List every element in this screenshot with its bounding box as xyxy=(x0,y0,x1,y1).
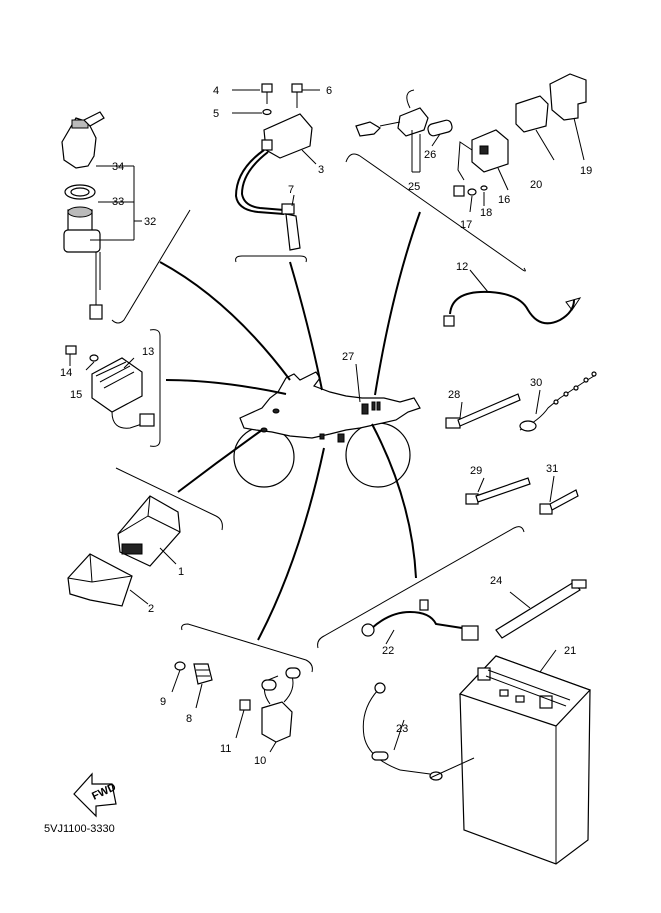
body-marker xyxy=(361,403,369,415)
ignition-coil-group xyxy=(232,83,320,251)
callout-25: 25 xyxy=(408,181,420,193)
callout-8: 8 xyxy=(186,713,192,725)
callout-16: 16 xyxy=(498,194,510,206)
group-brackets xyxy=(111,153,526,673)
callout-33: 33 xyxy=(112,196,124,208)
callout-21: 21 xyxy=(564,645,576,657)
callout-23: 23 xyxy=(396,723,408,735)
body-marker xyxy=(337,433,345,443)
callout-18: 18 xyxy=(480,207,492,219)
callout-9: 9 xyxy=(160,696,166,708)
callout-12: 12 xyxy=(456,261,468,273)
body-marker xyxy=(319,433,325,440)
cdi-group xyxy=(67,495,181,607)
bands-group xyxy=(445,371,597,515)
callout-24: 24 xyxy=(490,575,502,587)
callout-31: 31 xyxy=(546,463,558,475)
part-code: 5VJ1100-3330 xyxy=(44,823,115,835)
main-switch-group xyxy=(61,111,142,320)
body-marker xyxy=(272,408,280,414)
callout-29: 29 xyxy=(470,465,482,477)
callout-5: 5 xyxy=(213,108,219,120)
front-wheel xyxy=(233,426,295,488)
neutral-switch-group xyxy=(171,661,301,753)
forward-arrow-icon: FWD xyxy=(73,772,118,818)
callout-22: 22 xyxy=(382,645,394,657)
callout-17: 17 xyxy=(460,219,472,231)
callout-19: 19 xyxy=(580,165,592,177)
callout-1: 1 xyxy=(178,566,184,578)
callout-20: 20 xyxy=(530,179,542,191)
callout-14: 14 xyxy=(60,367,72,379)
relay-group xyxy=(355,73,587,213)
rectifier-group xyxy=(65,345,155,429)
callout-3: 3 xyxy=(318,164,324,176)
battery-group xyxy=(361,579,592,865)
body-marker xyxy=(376,401,381,411)
callout-26: 26 xyxy=(424,149,436,161)
callout-6: 6 xyxy=(326,85,332,97)
callout-30: 30 xyxy=(530,377,542,389)
callout-11: 11 xyxy=(220,743,231,755)
callout-10: 10 xyxy=(254,755,266,767)
callout-32: 32 xyxy=(144,216,156,228)
callout-27: 27 xyxy=(342,351,354,363)
vehicle-body xyxy=(239,371,421,439)
callout-13: 13 xyxy=(142,346,154,358)
rear-wheel xyxy=(345,422,411,488)
callout-28: 28 xyxy=(448,389,460,401)
callout-4: 4 xyxy=(213,85,219,97)
body-marker xyxy=(371,401,376,411)
callout-34: 34 xyxy=(112,161,124,173)
callout-7: 7 xyxy=(288,184,294,196)
callout-15: 15 xyxy=(70,389,82,401)
callout-2: 2 xyxy=(148,603,154,615)
group-leader-lines xyxy=(159,211,421,641)
lead-wire-group xyxy=(443,269,582,327)
